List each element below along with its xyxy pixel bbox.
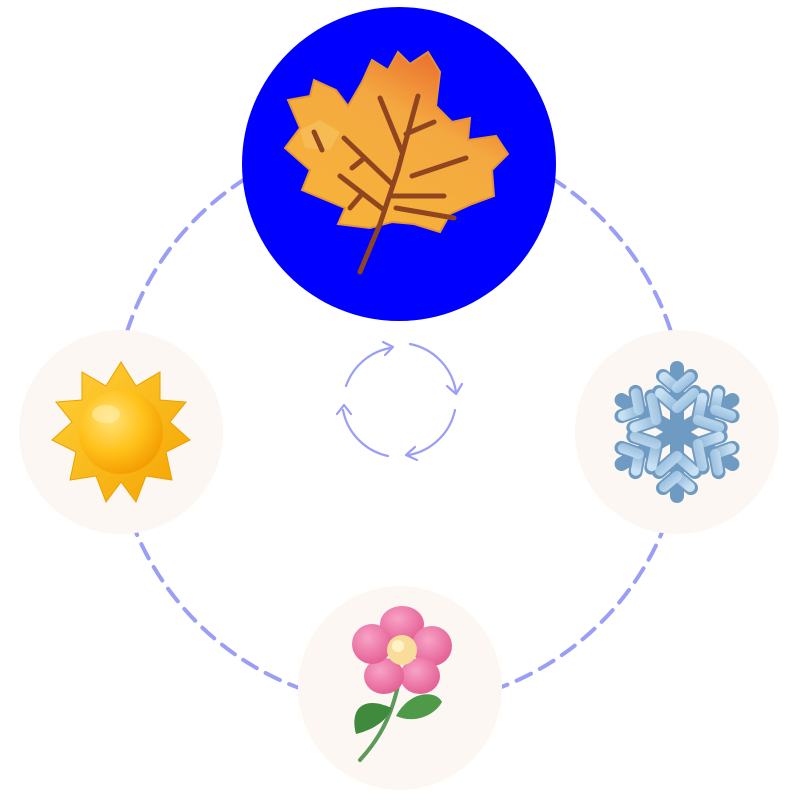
season-node-autumn[interactable] bbox=[242, 7, 556, 321]
cycle-arrows-icon bbox=[335, 340, 464, 462]
flower-icon bbox=[352, 606, 452, 762]
season-node-spring[interactable] bbox=[298, 586, 502, 790]
snowflake-icon bbox=[613, 361, 742, 496]
season-node-winter[interactable] bbox=[575, 330, 779, 534]
maple-leaf-icon bbox=[283, 50, 510, 275]
season-node-bg bbox=[298, 586, 502, 790]
sun-icon bbox=[51, 361, 191, 504]
season-node-summer[interactable] bbox=[19, 330, 223, 534]
